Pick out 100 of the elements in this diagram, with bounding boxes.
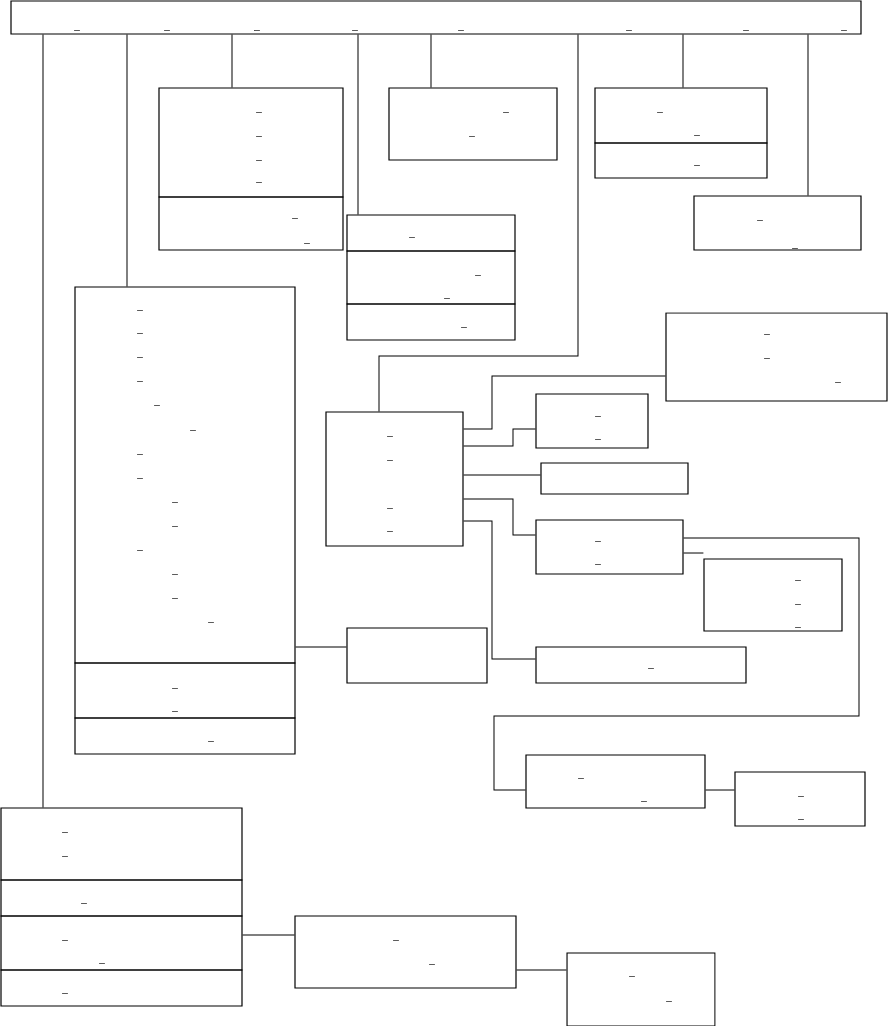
field-label: _ bbox=[164, 30, 170, 31]
field-label: _ bbox=[208, 622, 214, 623]
field-label: _ bbox=[694, 165, 700, 166]
entity-box bbox=[594, 87, 768, 144]
entity-box bbox=[0, 969, 243, 1007]
field-label: _ bbox=[595, 439, 601, 440]
field-label: _ bbox=[62, 993, 68, 994]
connector-line bbox=[705, 789, 735, 791]
entity-box bbox=[0, 915, 243, 971]
connector-line bbox=[463, 428, 536, 447]
entity-box bbox=[74, 717, 296, 755]
connector-line bbox=[463, 498, 536, 536]
field-label: _ bbox=[798, 819, 804, 820]
entity-box bbox=[158, 196, 344, 251]
field-label: _ bbox=[137, 381, 143, 382]
connector-line bbox=[683, 552, 704, 554]
field-label: _ bbox=[841, 30, 847, 31]
entity-box bbox=[535, 519, 684, 575]
entity-box bbox=[346, 214, 516, 252]
field-label: _ bbox=[694, 135, 700, 136]
connector-line bbox=[357, 34, 359, 215]
entity-box bbox=[346, 250, 516, 305]
entity-box bbox=[74, 286, 296, 664]
entity-box bbox=[594, 142, 768, 179]
field-label: _ bbox=[409, 237, 415, 238]
entity-box bbox=[693, 195, 862, 251]
field-label: _ bbox=[798, 796, 804, 797]
entity-box bbox=[0, 807, 243, 881]
connector-line bbox=[682, 34, 684, 88]
field-label: _ bbox=[626, 30, 632, 31]
field-label: _ bbox=[352, 30, 358, 31]
field-label: _ bbox=[387, 508, 393, 509]
entity-box bbox=[325, 411, 464, 547]
field-label: _ bbox=[764, 358, 770, 359]
field-label: _ bbox=[666, 1001, 672, 1002]
field-label: _ bbox=[62, 832, 68, 833]
empty-box bbox=[346, 627, 488, 684]
field-label: _ bbox=[172, 598, 178, 599]
connector-line bbox=[295, 646, 347, 648]
connector-line bbox=[493, 537, 860, 791]
field-label: _ bbox=[137, 357, 143, 358]
entity-box bbox=[665, 312, 888, 402]
entity-box bbox=[388, 87, 558, 161]
field-label: _ bbox=[629, 976, 635, 977]
field-label: _ bbox=[595, 416, 601, 417]
field-label: _ bbox=[62, 856, 68, 857]
entity-box bbox=[158, 87, 344, 198]
field-label: _ bbox=[795, 627, 801, 628]
field-label: _ bbox=[256, 160, 262, 161]
field-label: _ bbox=[503, 112, 509, 113]
field-label: _ bbox=[256, 136, 262, 137]
field-label: _ bbox=[764, 334, 770, 335]
field-label: _ bbox=[137, 310, 143, 311]
entity-box bbox=[535, 393, 649, 449]
field-label: _ bbox=[137, 478, 143, 479]
connector-line bbox=[242, 934, 295, 936]
field-label: _ bbox=[393, 940, 399, 941]
connector-line bbox=[126, 34, 128, 287]
field-label: _ bbox=[172, 711, 178, 712]
field-label: _ bbox=[172, 574, 178, 575]
connector-line bbox=[231, 34, 233, 88]
field-label: _ bbox=[578, 778, 584, 779]
field-label: _ bbox=[795, 604, 801, 605]
entity-box bbox=[0, 879, 243, 917]
field-label: _ bbox=[387, 531, 393, 532]
field-label: _ bbox=[81, 903, 87, 904]
connector-line bbox=[463, 520, 536, 660]
field-label: _ bbox=[461, 327, 467, 328]
field-label: _ bbox=[208, 741, 214, 742]
field-label: _ bbox=[304, 243, 310, 244]
field-label: _ bbox=[641, 801, 647, 802]
entity-box bbox=[294, 915, 517, 989]
field-label: _ bbox=[172, 526, 178, 527]
field-label: _ bbox=[99, 963, 105, 964]
field-label: _ bbox=[648, 668, 654, 669]
entity-box bbox=[734, 771, 866, 827]
field-label: _ bbox=[595, 564, 601, 565]
field-label: _ bbox=[469, 136, 475, 137]
entity-box bbox=[346, 303, 516, 341]
field-label: _ bbox=[292, 218, 298, 219]
connector-line bbox=[42, 34, 44, 808]
connector-line bbox=[463, 474, 541, 476]
field-label: _ bbox=[458, 30, 464, 31]
field-label: _ bbox=[743, 30, 749, 31]
field-label: _ bbox=[387, 436, 393, 437]
field-label: _ bbox=[137, 550, 143, 551]
field-label: _ bbox=[172, 688, 178, 689]
field-label: _ bbox=[256, 112, 262, 113]
field-label: _ bbox=[387, 460, 393, 461]
field-label: _ bbox=[475, 275, 481, 276]
field-label: _ bbox=[74, 30, 80, 31]
entity-box bbox=[10, 0, 862, 35]
entity-box bbox=[703, 558, 843, 632]
field-label: _ bbox=[657, 112, 663, 113]
entity-box bbox=[74, 662, 296, 719]
field-label: _ bbox=[256, 182, 262, 183]
entity-box bbox=[566, 952, 716, 1026]
field-label: _ bbox=[190, 430, 196, 431]
field-label: _ bbox=[137, 454, 143, 455]
field-label: _ bbox=[137, 333, 143, 334]
